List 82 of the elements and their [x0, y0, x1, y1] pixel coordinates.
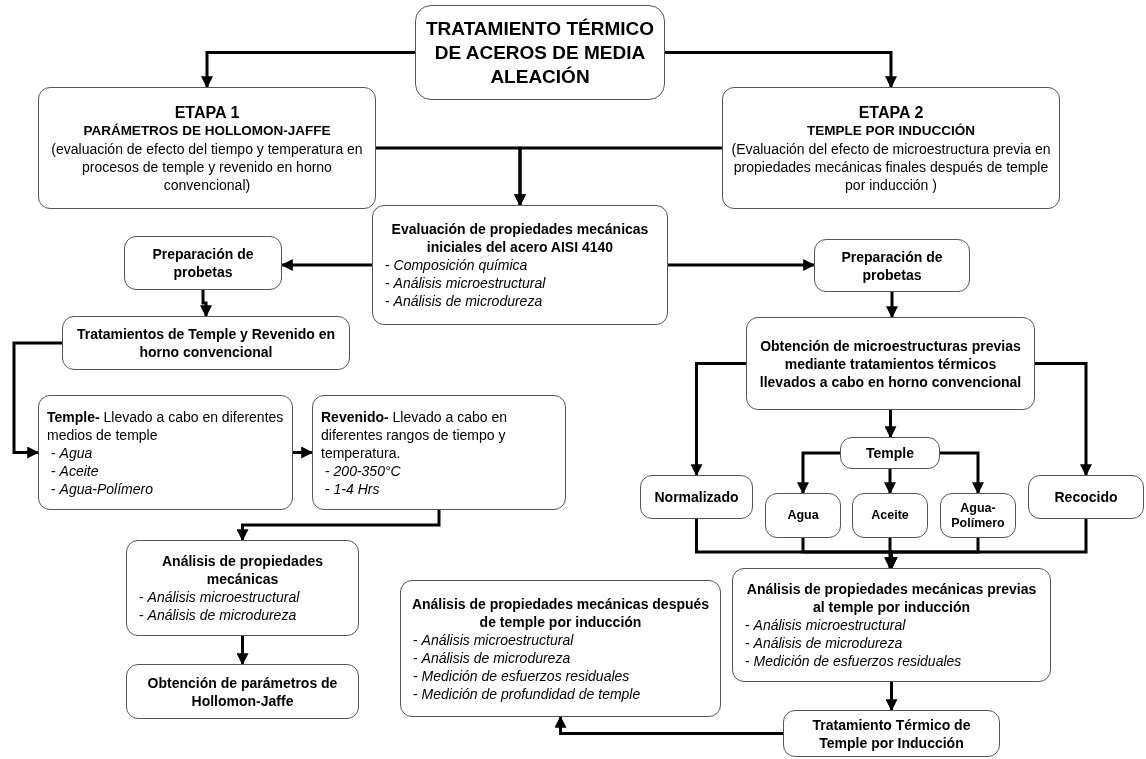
stage-box [38, 87, 376, 209]
arrow [886, 292, 898, 319]
process-box [126, 540, 359, 636]
node-text: Agua [787, 508, 819, 523]
process-box [400, 580, 721, 717]
list-item: - Aceite [50, 461, 100, 480]
list-item: - 200-350°C [324, 461, 402, 480]
node-text: ETAPA 1 [174, 102, 240, 122]
process-box [940, 493, 1016, 538]
arrow [884, 469, 896, 495]
node-text: Tratamientos de Temple y Revenido en horno convencional [75, 325, 336, 361]
arrow [665, 51, 897, 89]
process-box [640, 475, 753, 519]
arrow [514, 146, 722, 207]
node-text: TEMPLE POR INDUCCIÓN [807, 121, 975, 140]
node-text: Análisis de propiedades mecánicas después de temple por inducción [410, 594, 711, 631]
node-text: (evaluación de efecto del tiempo y temperatura en procesos de temple y revenido en horno convencional) [50, 139, 364, 194]
arrow [554, 715, 783, 735]
process-box [124, 236, 282, 290]
list-item: - Análisis microestructural [744, 616, 907, 634]
process-box [38, 395, 293, 510]
list-item: - Análisis microestructural [138, 588, 301, 606]
list-item: - Medición de esfuerzos residuales [412, 666, 631, 685]
list-item: - Análisis de microdureza [384, 292, 544, 310]
arrow [940, 451, 984, 495]
list-item: - Análisis microestructural [384, 274, 547, 292]
node-text: Evaluación de propiedades mecánicas iniciales del acero AISI 4140 [390, 220, 650, 256]
arrow [690, 362, 746, 477]
node-text: Temple [866, 444, 914, 462]
process-box [62, 316, 350, 370]
arrow [1035, 362, 1092, 477]
node-text: Revenido- Llevado a cabo en diferentes rangos de tiempo y temperatura. [321, 407, 508, 462]
process-box [746, 317, 1035, 410]
node-text: Obtención de microestructuras previas mediante tratamientos térmicos llevados a cabo en horno convencional [758, 336, 1023, 391]
node-text: Análisis de propiedades mecánicas [160, 552, 325, 588]
node-text: Normalizado [654, 488, 739, 506]
node-text: Recocido [1054, 488, 1118, 506]
process-box [372, 205, 668, 325]
arrow [885, 682, 898, 712]
process-box [1028, 475, 1144, 519]
process-box [312, 395, 566, 510]
node-text: PARÁMETROS DE HOLLOMON-JAFFE [83, 121, 331, 140]
process-box [126, 664, 359, 719]
node-text: Preparación de probetas [151, 245, 255, 281]
list-item: - Agua [50, 443, 94, 462]
arrow [797, 451, 840, 495]
process-box [814, 239, 970, 292]
process-box [840, 437, 940, 469]
process-box [852, 493, 928, 538]
list-item: - Análisis microestructural [412, 630, 575, 649]
list-item: - Análisis de microdureza [138, 606, 298, 624]
node-text: Análisis de propiedades mecánicas previas al temple por inducción [745, 580, 1038, 616]
title-box [415, 5, 665, 100]
node-text: Obtención de parámetros de Hollomon-Jaffe [146, 673, 339, 710]
process-box [732, 568, 1051, 682]
list-item: - Medición de esfuerzos residuales [744, 652, 963, 670]
arrow [884, 410, 897, 439]
node-text: Agua-Polímero [950, 500, 1006, 531]
list-item: - Composición química [384, 256, 529, 274]
arrow [200, 290, 212, 318]
arrow [668, 259, 816, 271]
process-box [765, 493, 841, 538]
arrow [236, 510, 441, 542]
process-box [783, 710, 1000, 757]
node-text: (Evaluación del efecto de microestructura previa en propiedades mecánicas finales después de temple por inducción ) [731, 139, 1051, 194]
node-text: Preparación de probetas [840, 247, 944, 284]
arrow [280, 259, 372, 271]
list-item: - 1-4 Hrs [324, 479, 381, 498]
arrow [236, 636, 249, 666]
arrow [293, 446, 314, 459]
list-item: - Medición de profundidad de temple [412, 684, 642, 703]
arrow [201, 51, 415, 89]
node-text: Tratamiento Térmico de Temple por Inducción [811, 715, 972, 752]
node-text: Temple- Llevado a cabo en diferentes medios de temple [47, 407, 284, 444]
list-item: - Análisis de microdureza [744, 634, 904, 652]
list-item: - Agua-Polímero [50, 479, 154, 498]
stage-box [722, 87, 1060, 209]
node-text: ETAPA 2 [858, 102, 924, 122]
title-text: TRATAMIENTO TÉRMICO DE ACEROS DE MEDIA ALEACIÓN [425, 16, 655, 89]
arrow [12, 341, 62, 459]
node-text: Aceite [871, 508, 909, 523]
list-item: - Análisis de microdureza [412, 648, 572, 667]
